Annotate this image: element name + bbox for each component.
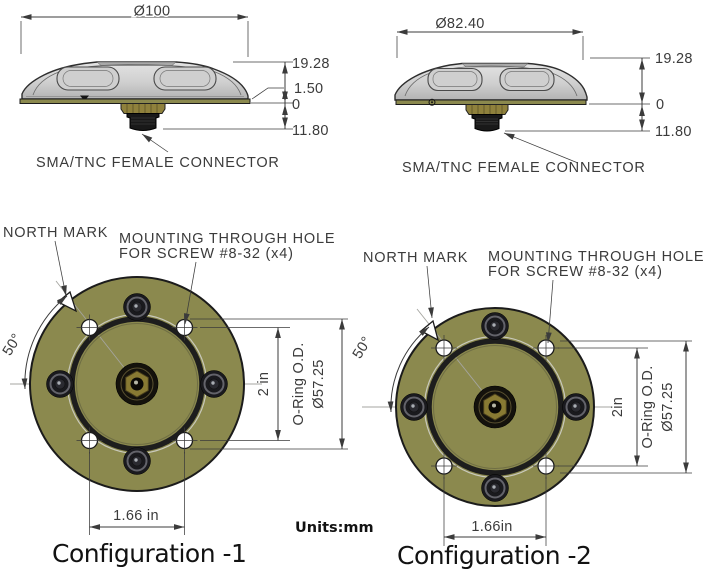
screw xyxy=(481,474,509,502)
hole-spacing-v-label: 2in xyxy=(610,397,626,417)
radome-pocket-inner xyxy=(159,70,211,87)
leader-north-mark xyxy=(426,265,434,319)
north-alignment-mark xyxy=(428,98,436,106)
hole-spacing-v-label: 2 in xyxy=(256,372,272,397)
leader-connector xyxy=(141,133,169,153)
leader-plate-thickness xyxy=(251,87,284,100)
leader-mounting-hole xyxy=(545,279,554,344)
hole-spacing-h-label: 1.66in xyxy=(471,519,512,535)
nut-ridges xyxy=(471,105,503,114)
hole-spacing-h-label: 1.66 in xyxy=(113,508,159,524)
screw xyxy=(200,370,228,398)
north-mark-notch xyxy=(419,319,440,342)
angle-label: 50° xyxy=(350,334,376,362)
oring-od-label: O-Ring O.D. xyxy=(640,365,656,448)
mounting-hole xyxy=(533,453,559,479)
top-view-config2: 50° NORTH MARK MOUNTING THROUGH HOLE FOR… xyxy=(350,249,704,570)
mounting-hole-label-2: FOR SCREW #8-32 (x4) xyxy=(488,264,663,280)
screw xyxy=(481,312,509,340)
north-alignment-dot xyxy=(431,101,433,104)
center-connector xyxy=(115,362,159,406)
mounting-hole-label-2: FOR SCREW #8-32 (x4) xyxy=(119,246,294,262)
north-mark-label: NORTH MARK xyxy=(3,225,108,241)
screw xyxy=(400,393,428,421)
radome-pocket xyxy=(427,67,483,92)
caption-config1: Configuration -1 xyxy=(52,539,246,568)
zero-datum-label: 0 xyxy=(656,97,664,113)
mounting-hole xyxy=(431,335,457,361)
side-view-config2: Ø82.40 19.28 0 11.80 SMA/TNC FEMALE xyxy=(394,15,693,176)
screw xyxy=(562,393,590,421)
connector-ridges xyxy=(131,117,155,125)
radome-pocket-inner xyxy=(62,70,114,87)
height-bottom-label: 11.80 xyxy=(292,123,329,139)
height-top-label: 19.28 xyxy=(655,51,693,67)
nut-ridges xyxy=(126,104,158,113)
screw xyxy=(123,293,151,321)
diameter-label: Ø82.40 xyxy=(435,16,484,32)
side-view-config1: Ø100 19.28 1.50 0 xyxy=(19,2,330,171)
oring xyxy=(426,338,564,476)
radome-inner-line xyxy=(404,65,578,97)
connector-nut xyxy=(120,103,166,114)
mounting-hole xyxy=(76,427,103,454)
radome-pocket-inner xyxy=(432,71,478,87)
leader-north-mark xyxy=(54,240,67,297)
radome-inner-line xyxy=(32,64,242,96)
radome-pocket xyxy=(56,66,120,91)
diameter-label: Ø100 xyxy=(134,4,171,20)
top-view-config1: 50° NORTH MARK MOUNTING THROUGH HOLE FOR… xyxy=(0,225,348,568)
plate-thickness-label: 1.50 xyxy=(294,81,323,97)
sma-connector xyxy=(471,114,503,132)
screw xyxy=(46,370,74,398)
oring-inner-edge xyxy=(76,323,198,445)
mounting-hole xyxy=(171,427,198,454)
radome-pocket-inner xyxy=(504,71,550,87)
leader-connector xyxy=(503,132,579,164)
leader-mounting-hole xyxy=(183,261,197,325)
zero-datum-label: 0 xyxy=(292,97,300,113)
oring-diameter-label: Ø57.25 xyxy=(311,359,327,408)
oring-od-label: O-Ring O.D. xyxy=(291,342,307,425)
oring-inner-edge xyxy=(433,345,557,469)
center-connector xyxy=(473,385,517,429)
mounting-hole-label-1: MOUNTING THROUGH HOLE xyxy=(488,249,704,265)
mounting-hole xyxy=(431,453,457,479)
angle-label: 50° xyxy=(0,331,25,359)
base-plate-side xyxy=(19,98,251,104)
connector-ridges xyxy=(476,118,498,125)
angle-arc xyxy=(387,326,430,413)
north-mark-label: NORTH MARK xyxy=(363,250,468,266)
sma-connector xyxy=(126,113,160,131)
connector-label: SMA/TNC FEMALE CONNECTOR xyxy=(402,160,646,176)
base-plate-side xyxy=(395,99,587,105)
height-bottom-label: 11.80 xyxy=(655,124,692,140)
mounting-hole xyxy=(76,314,103,341)
units-note: Units:mm xyxy=(295,520,374,536)
north-alignment-mark xyxy=(80,95,89,101)
height-top-label: 19.28 xyxy=(292,56,330,72)
mounting-hole-label-1: MOUNTING THROUGH HOLE xyxy=(119,231,335,247)
angle-arc xyxy=(21,295,68,390)
screw xyxy=(123,447,151,475)
caption-config2: Configuration -2 xyxy=(397,541,591,570)
radome-pocket xyxy=(499,67,555,92)
connector-label: SMA/TNC FEMALE CONNECTOR xyxy=(36,155,280,171)
radome-pocket xyxy=(153,66,217,91)
radome-side xyxy=(394,62,588,101)
oring-diameter-label: Ø57.25 xyxy=(660,382,676,431)
connector-nut xyxy=(465,104,509,115)
